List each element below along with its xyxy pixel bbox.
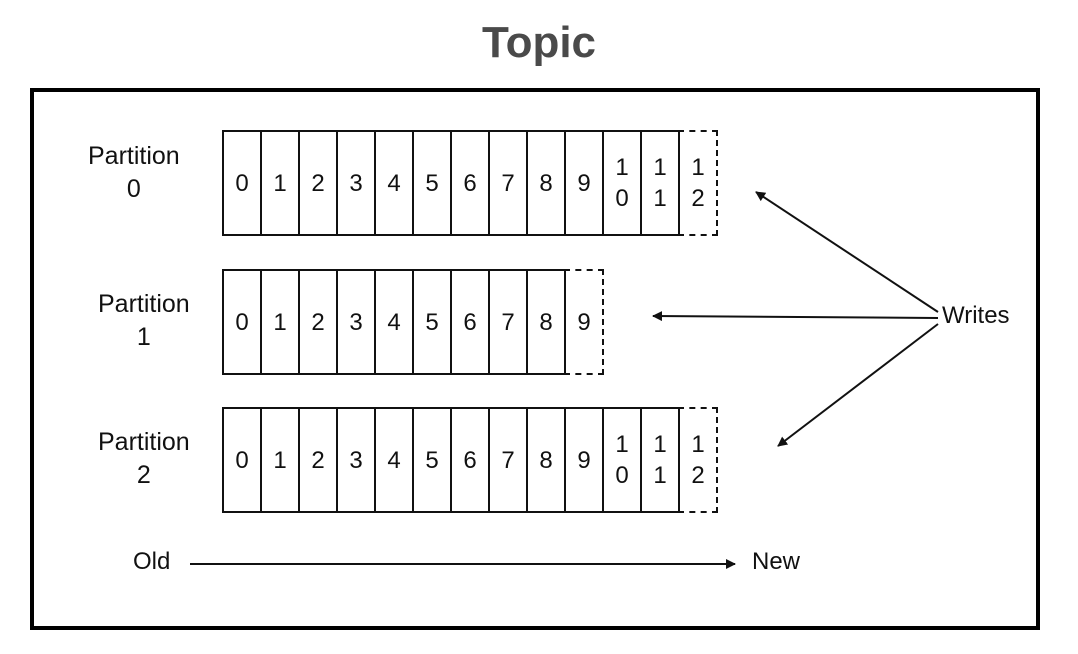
offset-cell: 1 1 [640, 407, 680, 513]
offset-number: 1 2 [691, 154, 705, 212]
offset-cell: 6 [450, 269, 490, 375]
offset-number: 2 [311, 308, 325, 336]
offset-number: 8 [539, 308, 553, 336]
offset-cell: 0 [222, 130, 262, 236]
offset-number: 0 [235, 308, 249, 336]
offset-number: 5 [425, 308, 439, 336]
offset-cell: 2 [298, 269, 338, 375]
offset-number: 1 [273, 169, 287, 197]
offset-number: 4 [387, 308, 401, 336]
offset-number: 2 [311, 446, 325, 474]
partition-label-name: Partition [88, 142, 180, 170]
offset-cell: 7 [488, 130, 528, 236]
offset-number: 6 [463, 308, 477, 336]
offset-cell: 3 [336, 407, 376, 513]
partition-label-number: 1 [136, 323, 151, 351]
offset-number: 0 [235, 169, 249, 197]
offset-number: 7 [501, 446, 515, 474]
offset-cell: 4 [374, 269, 414, 375]
offset-cell: 1 [260, 130, 300, 236]
offset-number: 5 [425, 446, 439, 474]
partition-1-label: Partition 1 [98, 288, 190, 354]
offset-cell: 4 [374, 407, 414, 513]
offset-number: 7 [501, 169, 515, 197]
offset-cell: 3 [336, 269, 376, 375]
diagram-title: Topic [481, 18, 597, 67]
offset-number: 6 [463, 169, 477, 197]
offset-number: 1 0 [615, 431, 629, 489]
offset-cell: 5 [412, 407, 452, 513]
offset-cell: 6 [450, 130, 490, 236]
offset-cell: 9 [564, 130, 604, 236]
offset-number: 7 [501, 308, 515, 336]
offset-cell: 8 [526, 269, 566, 375]
pending-offset-cell: 9 [564, 269, 604, 375]
offset-number: 1 1 [653, 154, 667, 212]
offset-cell: 0 [222, 407, 262, 513]
partition-label-number: 0 [126, 175, 141, 203]
offset-cell: 7 [488, 269, 528, 375]
offset-number: 3 [349, 169, 363, 197]
offset-cell: 3 [336, 130, 376, 236]
partition-2-label: Partition 2 [98, 426, 190, 492]
offset-number: 3 [349, 446, 363, 474]
offset-cell: 6 [450, 407, 490, 513]
offset-number: 5 [425, 169, 439, 197]
offset-cell: 8 [526, 407, 566, 513]
offset-cell: 8 [526, 130, 566, 236]
partition-label-name: Partition [98, 428, 190, 456]
offset-cell: 1 [260, 269, 300, 375]
offset-number: 1 [273, 308, 287, 336]
offset-number: 4 [387, 446, 401, 474]
offset-cell: 2 [298, 407, 338, 513]
offset-number: 1 1 [653, 431, 667, 489]
old-label: Old [133, 548, 171, 575]
offset-number: 1 [273, 446, 287, 474]
writes-label: Writes [942, 302, 1010, 329]
offset-number: 1 2 [691, 431, 705, 489]
partition-label-number: 2 [136, 461, 151, 489]
partition-0-label: Partition 0 [88, 140, 180, 206]
offset-cell: 5 [412, 269, 452, 375]
offset-number: 9 [577, 308, 591, 336]
offset-number: 8 [539, 446, 553, 474]
topic-frame [30, 88, 1040, 630]
offset-cell: 2 [298, 130, 338, 236]
offset-cell: 0 [222, 269, 262, 375]
offset-cell: 1 0 [602, 130, 642, 236]
new-label: New [752, 548, 801, 575]
offset-number: 9 [577, 446, 591, 474]
offset-number: 9 [577, 169, 591, 197]
offset-cell: 1 0 [602, 407, 642, 513]
offset-cell: 4 [374, 130, 414, 236]
offset-cell: 9 [564, 407, 604, 513]
offset-cell: 1 [260, 407, 300, 513]
offset-cell: 7 [488, 407, 528, 513]
pending-offset-cell: 1 2 [678, 130, 718, 236]
offset-cell: 1 1 [640, 130, 680, 236]
partition-label-name: Partition [98, 290, 190, 318]
offset-number: 8 [539, 169, 553, 197]
offset-cell: 5 [412, 130, 452, 236]
offset-number: 4 [387, 169, 401, 197]
offset-number: 1 0 [615, 154, 629, 212]
offset-number: 3 [349, 308, 363, 336]
offset-number: 2 [311, 169, 325, 197]
pending-offset-cell: 1 2 [678, 407, 718, 513]
offset-number: 6 [463, 446, 477, 474]
offset-number: 0 [235, 446, 249, 474]
